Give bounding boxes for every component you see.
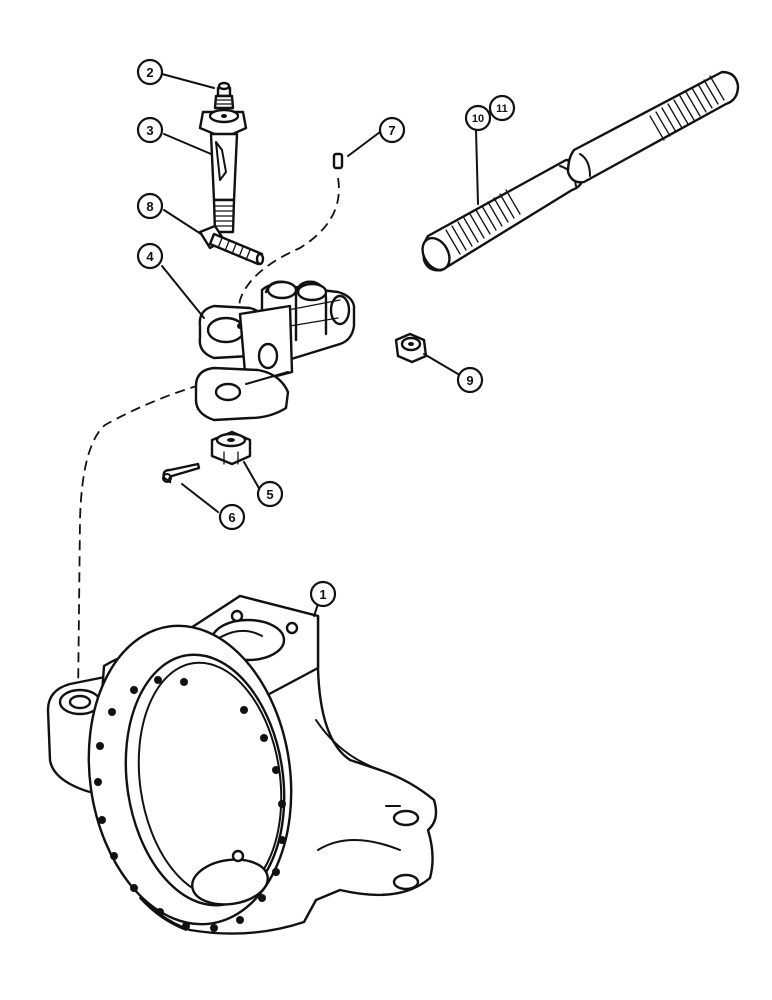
- svg-text:10: 10: [472, 113, 484, 125]
- assembly-line-knuckle: [77, 384, 201, 701]
- part-roll-pin: [332, 152, 344, 170]
- leader-lines: [161, 73, 479, 617]
- callout-7: 7: [378, 116, 406, 144]
- svg-text:11: 11: [496, 103, 508, 115]
- part-steering-knuckle: [46, 594, 438, 935]
- part-tie-rod: [421, 70, 740, 272]
- leader-8: [163, 209, 202, 235]
- part-clamp-bolt: [198, 224, 265, 266]
- part-tie-rod-end: [194, 280, 356, 422]
- callout-10: 10: [464, 104, 492, 132]
- callout-6: 6: [218, 503, 246, 531]
- svg-text:1: 1: [319, 587, 326, 602]
- svg-text:6: 6: [228, 510, 235, 525]
- svg-text:9: 9: [466, 373, 473, 388]
- part-castle-nut: [210, 430, 252, 466]
- leader-7: [347, 131, 381, 157]
- svg-text:3: 3: [146, 123, 153, 138]
- callout-9: 9: [456, 366, 484, 394]
- part-pivot-bolt: [198, 108, 248, 234]
- svg-text:4: 4: [146, 249, 154, 264]
- svg-text:8: 8: [146, 199, 153, 214]
- svg-text:7: 7: [388, 123, 395, 138]
- leader-3: [163, 133, 212, 155]
- part-grease-fitting: [213, 81, 235, 110]
- leader-10: [475, 129, 479, 205]
- callout-4: 4: [136, 242, 164, 270]
- callout-5: 5: [256, 480, 284, 508]
- callout-8: 8: [136, 192, 164, 220]
- leader-1: [313, 603, 319, 617]
- callout-3: 3: [136, 116, 164, 144]
- callout-11: 11: [488, 94, 516, 122]
- svg-text:5: 5: [266, 487, 273, 502]
- leader-5: [243, 461, 261, 491]
- part-cotter-pin: [162, 462, 201, 484]
- leader-4: [161, 265, 205, 319]
- leader-6: [181, 483, 219, 513]
- callout-2: 2: [136, 58, 164, 86]
- leader-2: [161, 73, 215, 89]
- svg-text:2: 2: [146, 65, 153, 80]
- callout-1: 1: [309, 580, 337, 608]
- part-jam-nut: [394, 332, 428, 364]
- leader-9: [423, 353, 459, 375]
